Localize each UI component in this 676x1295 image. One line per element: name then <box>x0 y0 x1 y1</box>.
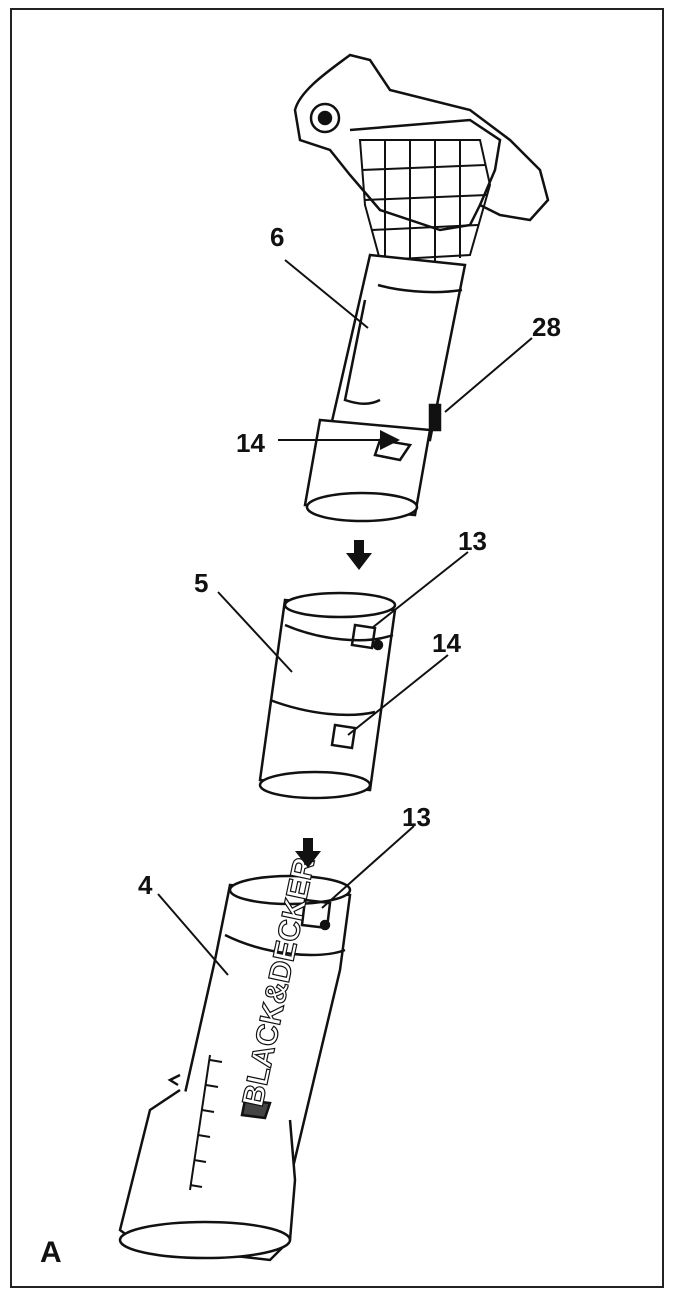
down-arrow-icon <box>295 838 321 868</box>
callout-6: 6 <box>270 222 284 252</box>
figure-letter: A <box>40 1236 62 1269</box>
middle-tube-part <box>258 591 397 800</box>
callout-14-middle: 14 <box>432 628 461 658</box>
down-arrow-icon <box>346 540 372 570</box>
handle-tube-part <box>293 53 550 523</box>
callout-4: 4 <box>138 870 153 900</box>
callout-13-middle: 13 <box>458 526 487 556</box>
lower-tube-part <box>118 874 352 1262</box>
callout-14-upper: 14 <box>236 428 265 458</box>
callout-28: 28 <box>532 312 561 342</box>
callout-13-lower: 13 <box>402 802 431 832</box>
callout-5: 5 <box>194 568 208 598</box>
figure-frame <box>10 8 664 1288</box>
